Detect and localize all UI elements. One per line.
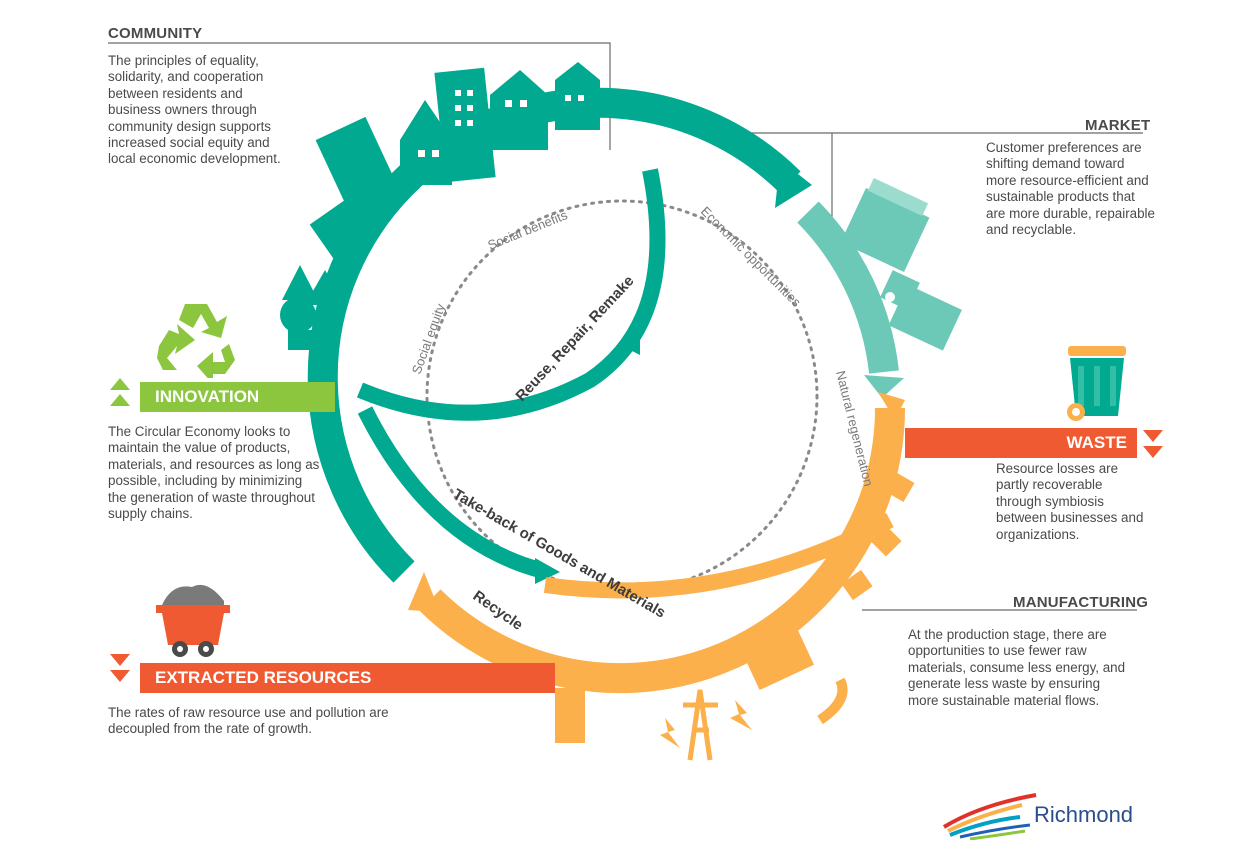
recycle-icon [157, 304, 235, 378]
community-heading: COMMUNITY [108, 25, 203, 42]
teal-arrow-head [775, 160, 812, 208]
brand-name: Richmond [1034, 802, 1134, 827]
teal-outer-arc [307, 87, 801, 583]
waste-down-arrows [1143, 430, 1163, 458]
manufacturing-text: At the production stage, there are oppor… [908, 627, 1126, 708]
extracted-heading: EXTRACTED RESOURCES [155, 668, 372, 687]
power-tower-icon [683, 689, 718, 761]
richmond-logo-icon [942, 793, 1037, 840]
waste-bin-icon [1067, 346, 1126, 421]
takeback-orange-loop [543, 512, 894, 599]
extracted-down-arrows [110, 654, 130, 682]
extracted-text: The rates of raw resource use and pollut… [108, 705, 389, 737]
truck-icon [880, 270, 962, 353]
takeback-loop [357, 406, 543, 578]
market-heading: MARKET [1085, 117, 1151, 134]
factory-icon [555, 614, 848, 743]
bolt-icon [660, 700, 752, 748]
innovation-up-arrows [110, 378, 130, 406]
orange-outer-arc [419, 407, 905, 694]
community-text: The principles of equality, solidarity, … [108, 53, 281, 167]
market-text: Customer preferences are shifting demand… [986, 140, 1155, 238]
market-arc [797, 201, 899, 374]
innovation-text: The Circular Economy looks to maintain t… [108, 424, 320, 522]
waste-banner: WASTE [905, 428, 1137, 458]
city-skyline-icon [309, 62, 600, 262]
mine-cart-icon [156, 584, 230, 657]
waste-text: Resource losses are partly recoverable t… [996, 461, 1144, 542]
innovation-banner: INNOVATION [140, 382, 335, 412]
city-windows [418, 90, 584, 157]
inner-label-economic: Economic opportunities [698, 204, 805, 311]
market-arrow-head [864, 375, 904, 398]
inner-label-natural: Natural regeneration [833, 369, 876, 488]
manufacturing-heading: MANUFACTURING [1013, 594, 1149, 611]
inner-label-social-benefits: Social benefits [486, 207, 570, 253]
store-icon [840, 177, 930, 272]
inner-label-social-equity: Social equity [409, 301, 448, 376]
waste-heading: WASTE [1066, 433, 1127, 452]
trees-icon [280, 265, 345, 350]
innovation-heading: INNOVATION [155, 387, 260, 406]
extracted-banner: EXTRACTED RESOURCES [140, 663, 555, 693]
reuse-loop [356, 168, 666, 421]
